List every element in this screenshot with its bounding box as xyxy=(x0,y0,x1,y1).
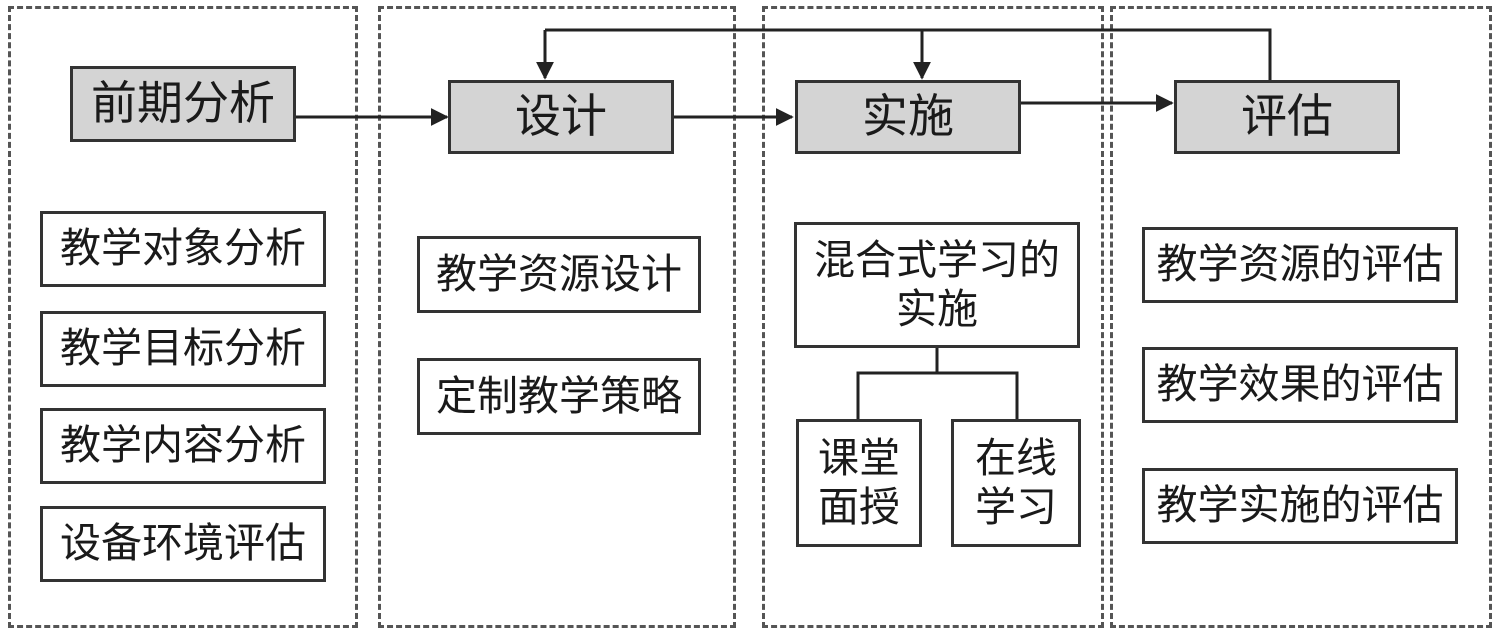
implementation-main-box: 混合式学习的 实施 xyxy=(794,222,1080,348)
implementation-main-line: 混合式学习的 xyxy=(814,235,1060,284)
analysis-item: 教学对象分析 xyxy=(40,211,326,287)
stage-title-design: 设计 xyxy=(448,80,674,154)
sub-box-online: 在线 学习 xyxy=(951,419,1081,547)
sub-box-line: 学习 xyxy=(975,483,1057,531)
sub-box-line: 面授 xyxy=(818,483,900,531)
panel-implementation xyxy=(762,6,1104,628)
branch-horizontal xyxy=(856,371,1019,419)
sub-box-line: 课堂 xyxy=(818,433,900,482)
stage-title-evaluation: 评估 xyxy=(1174,80,1400,154)
panel-analysis xyxy=(8,6,358,628)
evaluation-item: 教学资源的评估 xyxy=(1142,227,1458,303)
evaluation-item: 教学效果的评估 xyxy=(1142,347,1458,423)
feedback-line xyxy=(545,28,1272,80)
analysis-item: 设备环境评估 xyxy=(40,506,326,582)
evaluation-item: 教学实施的评估 xyxy=(1142,468,1458,544)
analysis-item: 教学内容分析 xyxy=(40,408,326,484)
design-item: 定制教学策略 xyxy=(417,358,701,435)
sub-box-face-to-face: 课堂 面授 xyxy=(796,419,922,547)
stage-title-implementation: 实施 xyxy=(795,80,1021,154)
stage-title-analysis: 前期分析 xyxy=(70,66,296,142)
design-item: 教学资源设计 xyxy=(417,236,701,313)
panel-evaluation xyxy=(1110,6,1492,628)
analysis-item: 教学目标分析 xyxy=(40,311,326,387)
panel-design xyxy=(378,6,736,628)
sub-box-line: 在线 xyxy=(975,433,1057,482)
implementation-main-line: 实施 xyxy=(896,285,978,333)
